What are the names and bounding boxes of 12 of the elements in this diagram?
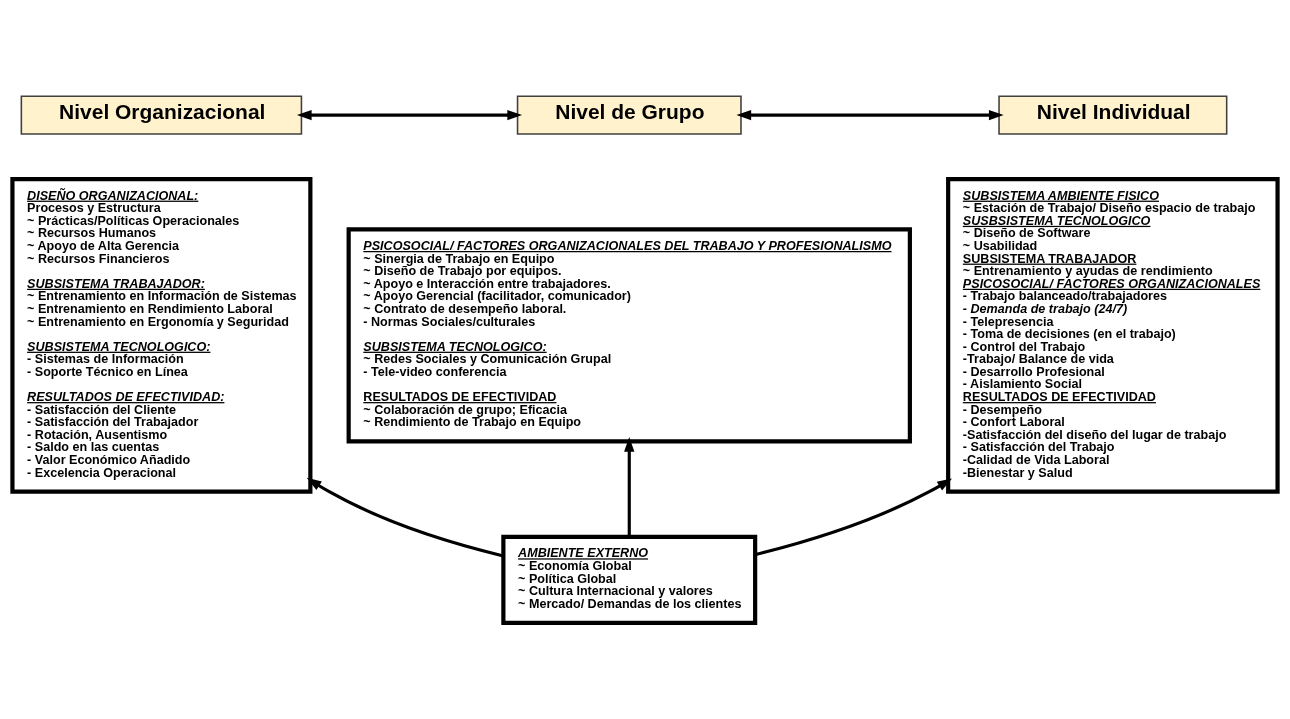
node-box: Nivel Individual (998, 95, 1228, 135)
node-box: Nivel Organizacional (20, 95, 303, 135)
arrow (296, 109, 523, 121)
node-box: SUBSISTEMA AMBIENTE FISICO ~ Estación de Trabajo/ Diseño espacio de trabajo SUSBSISTEMA TECNOLOGICO ~ Diseño de Software ~ Usabilidad SUBSISTEMA TRABAJADOR ~ Entrenamiento y ayudas de rendimiento PSICOSOCIAL/ FACTORES ORGANIZACIONALES - Trabajo balanceado/trabajadores - Demanda de trabajo (24/7) - Telepresencia - Toma de decisiones (en el trabajo) - Control del Trabajo -Trabajo/ Balance de vida - Desarrollo Profesional - Aislamiento Social RESULTADOS DE EFECTIVIDAD - Desempeño - Confort Laboral -Satisfacción del diseño del lugar de trabajo - Satisfacción del Trabajo -Calidad de Vida Laboral -Bienestar y Salud (946, 176, 1280, 494)
arrow (306, 477, 504, 558)
node-box: AMBIENTE EXTERNO ~ Economía Global ~ Política Global ~ Cultura Internacional y valores ~ Mercado/ Demandas de los clientes (501, 534, 758, 625)
arrow (754, 478, 953, 557)
node-box: DISEÑO ORGANIZACIONAL: Procesos y Estructura ~ Prácticas/Políticas Operacionales ~ Recursos Humanos ~ Apoyo de Alta Gerencia ~ Recursos Financieros SUBSISTEMA TRABAJADOR: ~ Entrenamiento en Información de Sistemas ~ Entrenamiento en Rendimiento Laboral ~ Entrenamiento en Ergonomía y Seguridad SUBSISTEMA TECNOLOGICO: - Sistemas de Información - Soporte Técnico en Línea RESULTADOS DE EFECTIVIDAD: - Satisfacción del Cliente - Satisfacción del Trabajador - Rotación, Ausentismo - Saldo en las cuentas - Valor Económico Añadido - Excelencia Operacional (10, 176, 313, 494)
node-box: PSICOSOCIAL/ FACTORES ORGANIZACIONALES DEL TRABAJO Y PROFESIONALISMO ~ Sinergia de Trabajo en Equipo ~ Diseño de Trabajo por equipos. ~ Apoyo e Interacción entre trabajadores. ~ Apoyo Gerencial (facilitador, comunicador) ~ Contrato de desempeño laboral. - Normas Sociales/culturales SUBSISTEMA TECNOLOGICO: ~ Redes Sociales y Comunicación Grupal - Tele-video conferencia RESULTADOS DE EFECTIVIDAD ~ Colaboración de grupo; Eficacia ~ Rendimiento de Trabajo en Equipo (346, 227, 912, 444)
arrow (624, 436, 635, 537)
arrow (736, 109, 1004, 121)
node-box: Nivel de Grupo (516, 95, 742, 135)
